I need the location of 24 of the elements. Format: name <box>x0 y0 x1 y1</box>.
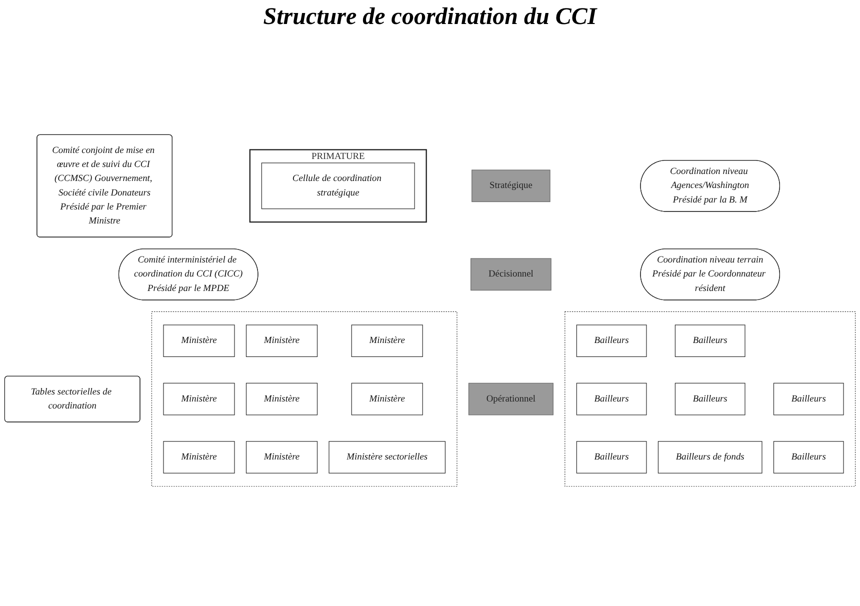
node-box: Ministère <box>163 442 235 474</box>
node-box: Ministère sectorielles <box>328 442 446 474</box>
diagram-title: Structure de coordination du CCI <box>262 4 598 31</box>
cluster <box>564 312 856 488</box>
node-box: Ministère <box>246 383 318 416</box>
node-box: Bailleurs de fonds <box>658 442 762 474</box>
node-box: Bailleurs <box>773 442 844 474</box>
node-box: Cellule de coordination stratégique <box>261 163 415 210</box>
node-box: Ministère <box>163 383 235 416</box>
node-box: Bailleurs <box>576 383 647 416</box>
node-box: Décisionnel <box>470 258 552 291</box>
node-box: Stratégique <box>472 170 550 202</box>
node-box: Ministère <box>351 383 423 416</box>
node-box: Ministère <box>246 325 318 358</box>
node-box: Bailleurs <box>576 325 647 358</box>
node-box: Bailleurs <box>576 442 647 474</box>
node-box: Ministère <box>351 325 423 358</box>
node-box: Bailleurs <box>674 325 746 358</box>
cluster <box>151 312 458 488</box>
node-box: Ministère <box>163 325 235 358</box>
node-box: Opérationnel <box>468 383 554 416</box>
node-box: Bailleurs <box>674 383 746 416</box>
node-box: Bailleurs <box>773 383 844 416</box>
node-box: Ministère <box>246 442 318 474</box>
